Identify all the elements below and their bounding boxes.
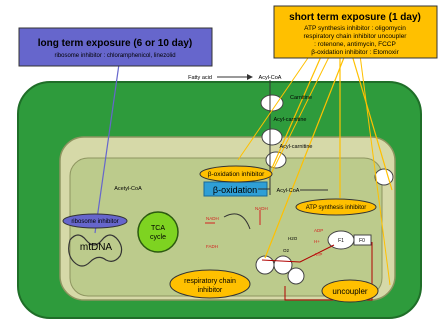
- uncoupler-label: uncoupler: [332, 287, 367, 296]
- long-term-detail: ribosome inhibitor : chloramphenicol, li…: [54, 53, 175, 59]
- callout-line-resp: [264, 54, 346, 259]
- callout-line-uncoupler-2: [359, 54, 391, 286]
- beta-inhibitor-bubble: [199, 165, 273, 183]
- proton-return-path: [284, 242, 373, 301]
- uncoupler-bubble: [321, 279, 379, 303]
- carnitine-label: Carnitine: [290, 95, 312, 101]
- transporter-top: [260, 94, 284, 112]
- electron-path: [261, 244, 335, 263]
- acyl-coa-right-label: Acyl-CoA: [277, 188, 300, 194]
- atp-synthase-f0: [353, 234, 372, 246]
- short-term-box: [273, 5, 438, 59]
- nadh-label-2: NADH: [255, 206, 268, 211]
- respiratory-inhibitor-bubble: [169, 269, 251, 299]
- adp-label: ADP: [314, 228, 323, 233]
- callout-line-ribosome: [94, 56, 121, 234]
- short-term-line-1: ATP synthesis inhibitor : oligomycin: [304, 25, 406, 32]
- fadh-label: FADH: [206, 244, 218, 249]
- callout-line-beta-2: [267, 54, 331, 181]
- beta-oxidation-label: β-oxidation: [213, 185, 257, 195]
- short-term-line-4: β-oxidation inhibitor : Etomoxir: [311, 49, 399, 56]
- tca-cycle: [137, 211, 179, 253]
- callout-line-uncoupler: [351, 54, 393, 191]
- fatty-acid-arrowhead: [247, 74, 253, 80]
- respiratory-inhibitor-label-2: inhibitor: [198, 287, 223, 294]
- h-plus-label: H+: [314, 239, 320, 244]
- h2o-label: H2O: [288, 236, 298, 241]
- atp-synthesis-inhibitor-label: ATP synthesis inhibitor: [306, 205, 366, 211]
- acyl-coa-top-label: Acyl-CoA: [259, 75, 282, 81]
- short-term-line-2: respiratory chain inhibitor uncoupler: [304, 33, 408, 40]
- callout-line-1: [237, 54, 311, 161]
- respiratory-inhibitor-label-1: respiratory chain: [184, 278, 236, 285]
- long-term-box: [18, 27, 213, 67]
- acyl-carnitine-1: Acyl-carnitine: [273, 117, 306, 123]
- beta-inhibitor-label: β-oxidation inhibitor: [208, 171, 265, 178]
- callout-line-beta: [271, 51, 324, 169]
- short-term-line-3: : rotenone, antimycin, FCCP: [314, 41, 396, 48]
- fatty-acid-label: Fatty acid: [188, 75, 212, 81]
- tca-label-line2: cycle: [150, 234, 166, 241]
- nadh-label-1: NADH: [206, 216, 219, 221]
- cycle-arrow: [223, 213, 251, 230]
- mtdna-shape: [68, 234, 123, 267]
- transporter-right: [374, 168, 394, 186]
- transporter-complex-3: [287, 267, 305, 285]
- ribosome-inhibitor-bubble: [62, 213, 128, 229]
- atp-label: ATP: [314, 252, 322, 257]
- short-term-title: short term exposure (1 day): [289, 12, 421, 23]
- atp-synthesis-inhibitor-bubble: [295, 198, 377, 216]
- mtdna-label: mtDNA: [80, 242, 113, 253]
- long-term-title: long term exposure (6 or 10 day): [38, 38, 193, 49]
- transporter-complex-1: [255, 255, 275, 275]
- transporter-mid: [261, 128, 283, 146]
- ribosome-inhibitor-label: ribosome inhibitor: [71, 219, 118, 225]
- o2-label: O2: [283, 248, 290, 253]
- f1-label: F1: [338, 238, 344, 244]
- f0-label: F0: [359, 238, 365, 244]
- tca-label-line1: TCA: [151, 225, 165, 232]
- acetyl-coa-label: Acetyl-CoA: [114, 186, 142, 192]
- acyl-carnitine-2: Acyl-carnitine: [279, 144, 312, 150]
